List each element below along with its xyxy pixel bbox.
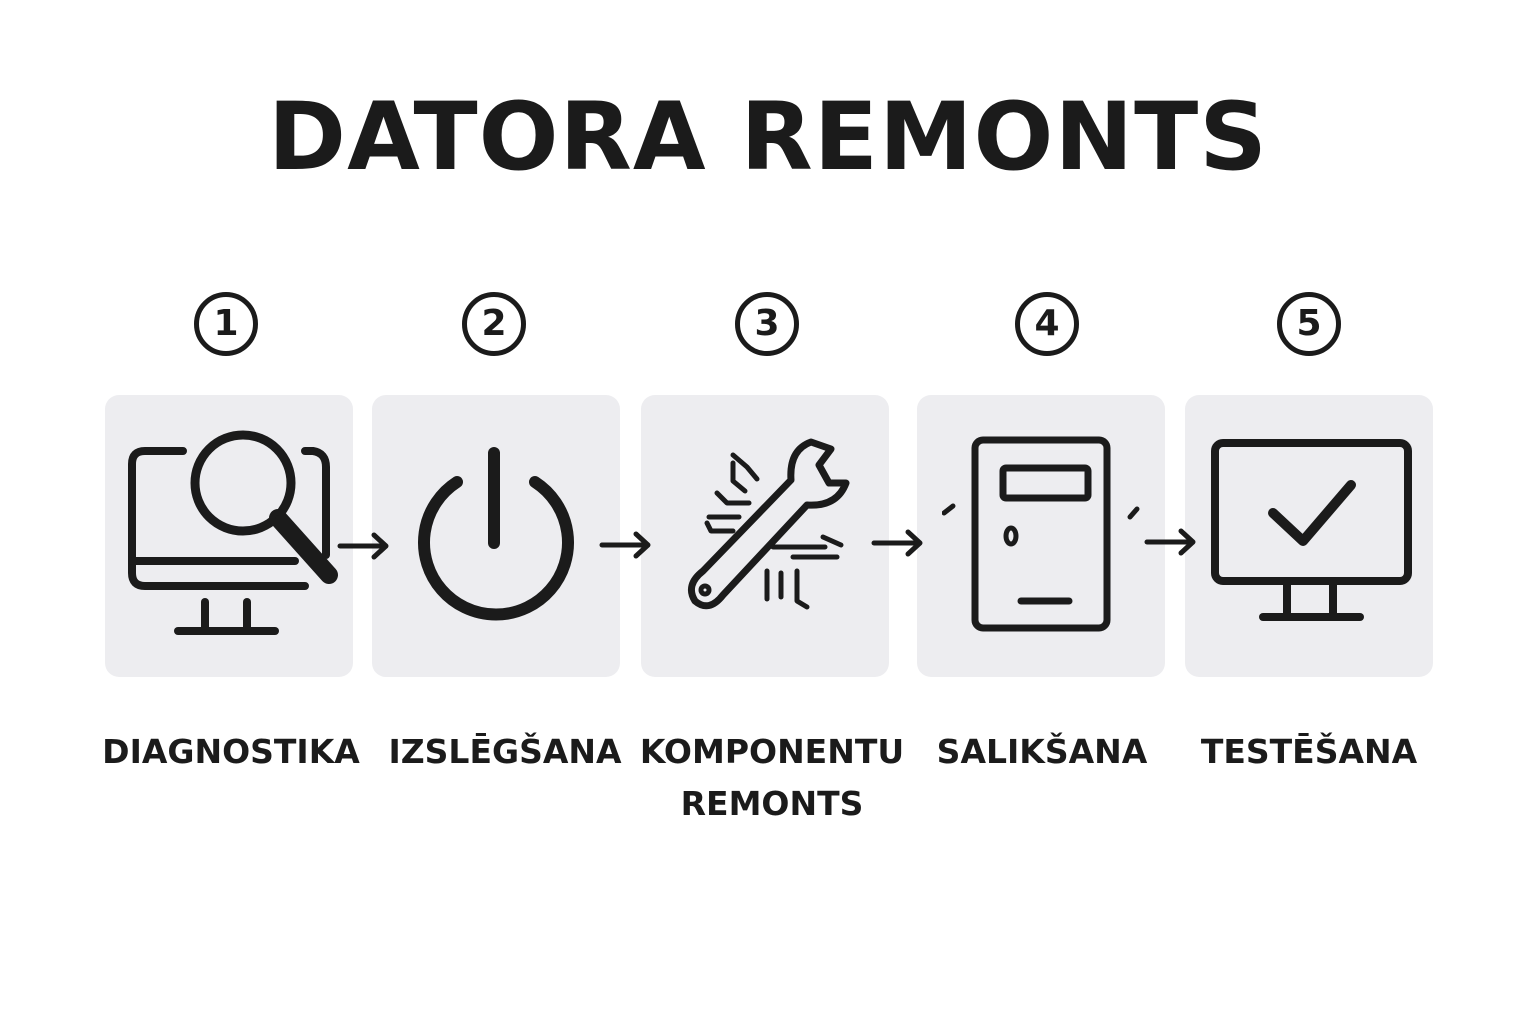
step-4-label: SALIKŠANA <box>897 726 1187 778</box>
step-4-number: 4 <box>1015 292 1079 356</box>
step-1-label-line: DIAGNOSTIKA <box>102 732 360 771</box>
arrow-4-5-icon <box>1144 528 1196 556</box>
arrow-3-4-icon <box>871 529 923 557</box>
step-1-number: 1 <box>194 292 258 356</box>
step-1-card <box>105 395 353 677</box>
step-3-label: KOMPONENTU REMONTS <box>627 726 917 830</box>
step-4-label-line: SALIKŠANA <box>936 732 1148 771</box>
diagram-title: DATORA REMONTS <box>268 83 1268 192</box>
step-5-number: 5 <box>1277 292 1341 356</box>
power-icon <box>418 447 574 621</box>
step-3-label-line-2: REMONTS <box>680 784 864 823</box>
step-5-label-line: TESTĒŠANA <box>1200 732 1418 771</box>
spark-icon <box>942 503 956 516</box>
spark-icon <box>1127 506 1140 520</box>
arrow-2-3-icon <box>599 531 651 559</box>
step-2-label: IZSLĒGŠANA <box>360 726 650 778</box>
arrow-1-2-icon <box>337 532 389 560</box>
step-3-card <box>641 395 889 677</box>
computer-case-icon <box>971 436 1111 632</box>
step-2-number: 2 <box>462 292 526 356</box>
step-2-label-line: IZSLĒGŠANA <box>388 732 622 771</box>
step-3-number: 3 <box>735 292 799 356</box>
step-4-card <box>917 395 1165 677</box>
monitor-check-icon <box>1211 439 1412 621</box>
step-5-label: TESTĒŠANA <box>1164 726 1454 778</box>
step-1-label: DIAGNOSTIKA <box>86 726 376 778</box>
monitor-magnifier-icon <box>128 430 338 635</box>
wrench-chip-icon <box>687 438 850 610</box>
step-3-label-line-1: KOMPONENTU <box>639 732 905 771</box>
step-5-card <box>1185 395 1433 677</box>
step-2-card <box>372 395 620 677</box>
